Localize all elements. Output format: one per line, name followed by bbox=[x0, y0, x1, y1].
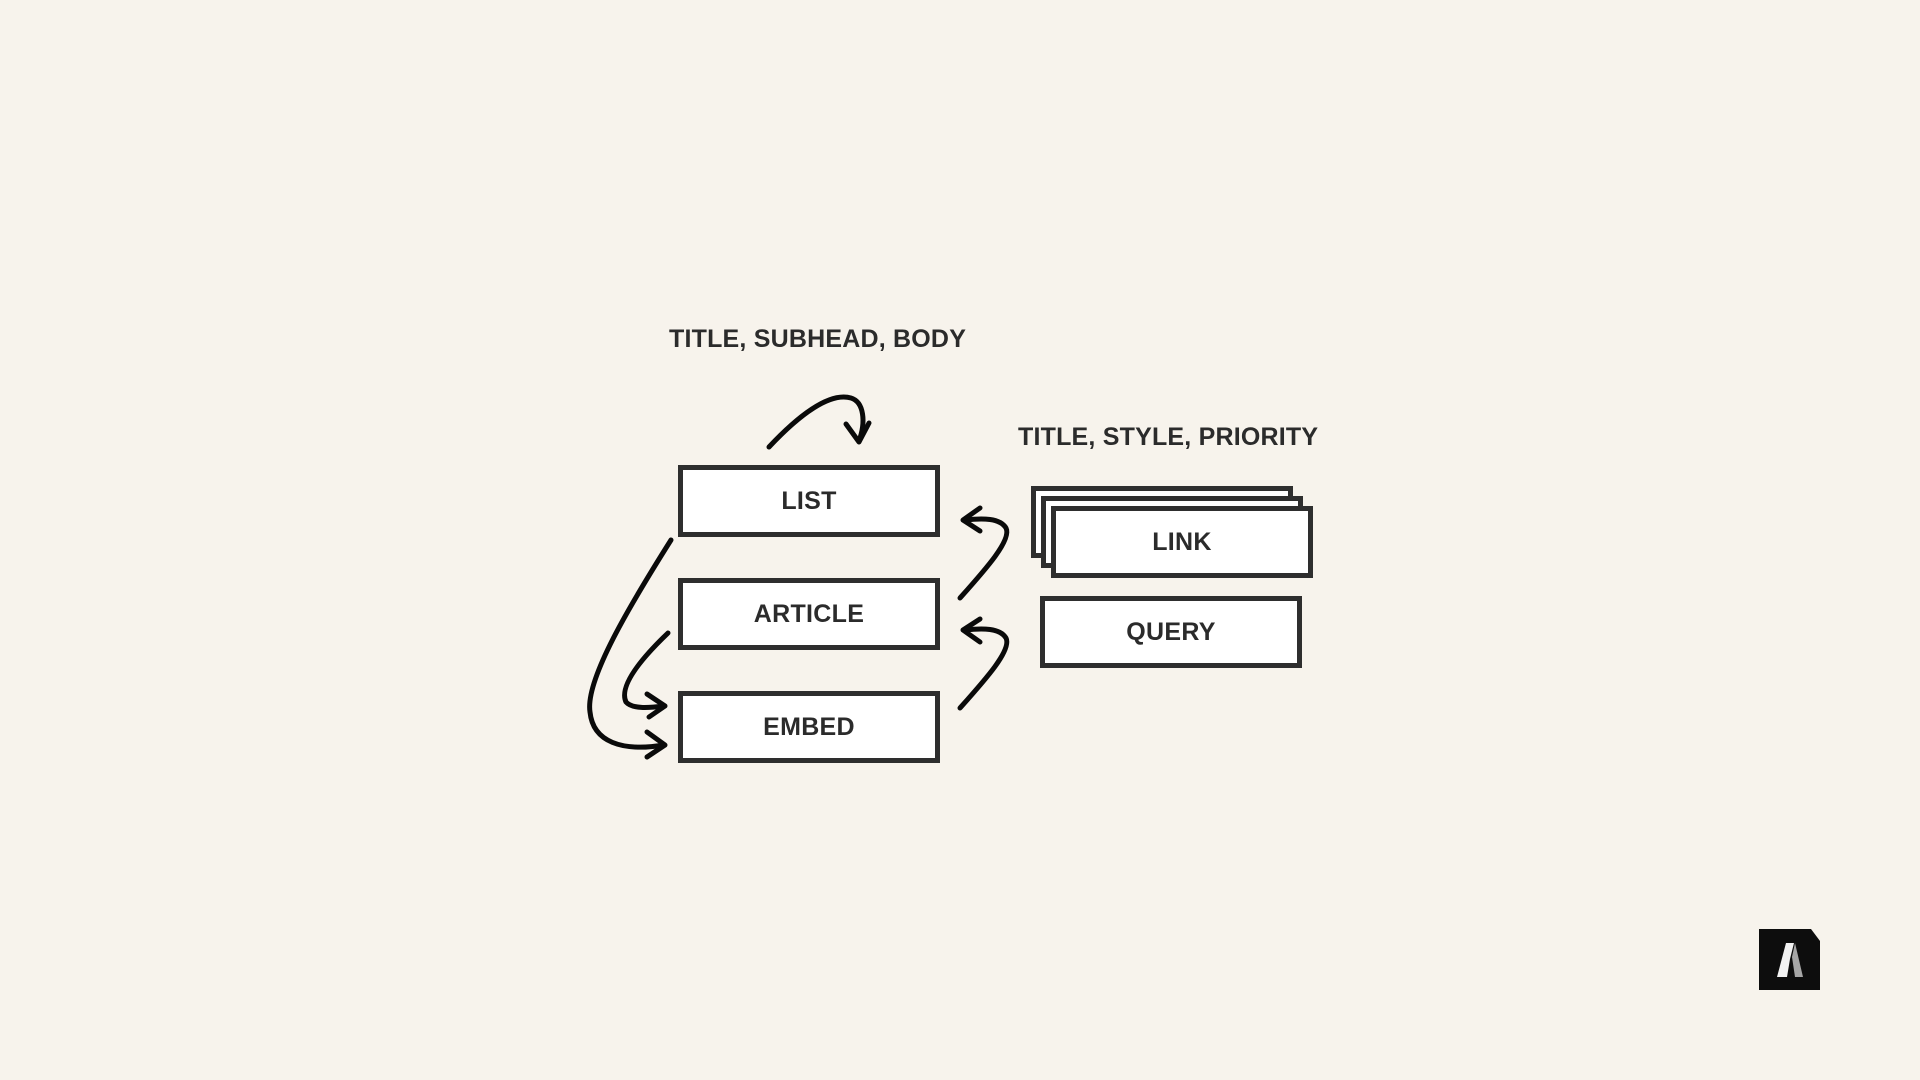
list-to-embed-arrow bbox=[587, 537, 674, 750]
query-node-label: QUERY bbox=[1126, 617, 1216, 646]
list-to-embed-arrowhead bbox=[644, 729, 668, 760]
embed-to-query-arrow bbox=[957, 626, 1010, 711]
article-to-link-arrowhead bbox=[960, 505, 983, 534]
link-node: LINK bbox=[1051, 506, 1313, 578]
link-fields-caption: TITLE, STYLE, PRIORITY bbox=[1018, 423, 1319, 451]
list-self-loop-arrowhead bbox=[843, 420, 872, 445]
embed-to-query-arrowhead bbox=[960, 616, 983, 645]
article-node: ARTICLE bbox=[678, 578, 940, 650]
article-to-embed-arrowhead bbox=[644, 691, 668, 720]
embed-node: EMBED bbox=[678, 691, 940, 763]
list-node-label: LIST bbox=[781, 486, 837, 515]
embed-node-label: EMBED bbox=[763, 712, 855, 741]
list-fields-caption: TITLE, SUBHEAD, BODY bbox=[669, 325, 967, 353]
list-self-loop-arrow bbox=[766, 394, 866, 450]
list-node: LIST bbox=[678, 465, 940, 537]
article-to-embed-arrow bbox=[622, 630, 671, 710]
query-node: QUERY bbox=[1040, 596, 1302, 668]
brand-logo-icon bbox=[1759, 929, 1820, 990]
article-node-label: ARTICLE bbox=[753, 599, 865, 628]
article-to-link-arrow bbox=[957, 516, 1010, 601]
link-node-label: LINK bbox=[1152, 527, 1212, 556]
